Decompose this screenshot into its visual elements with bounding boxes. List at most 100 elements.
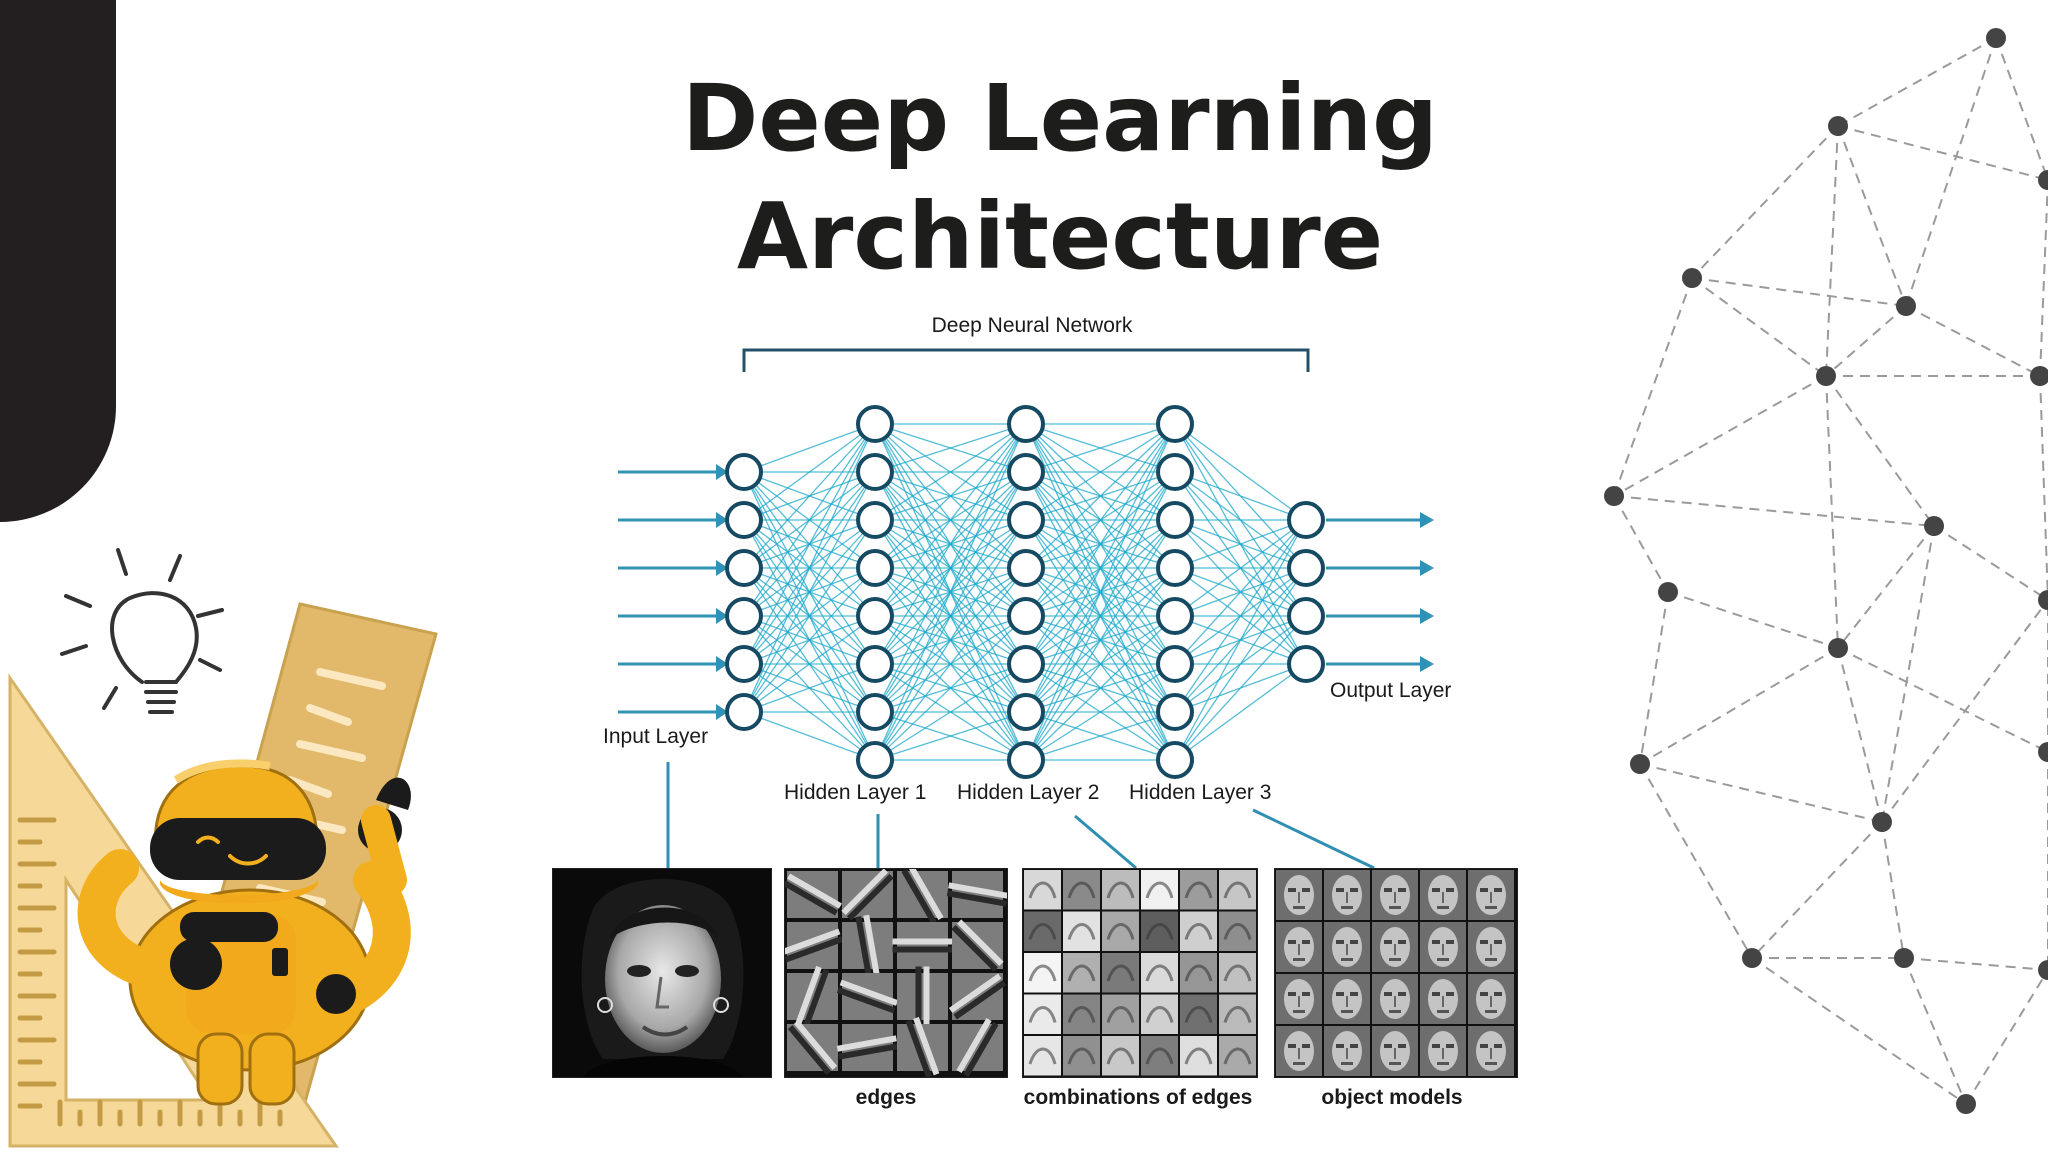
connection xyxy=(1025,423,1176,473)
model-eye xyxy=(1302,888,1310,892)
combo-feature xyxy=(1184,1006,1213,1023)
edge-stripe-light xyxy=(785,928,841,955)
connection xyxy=(1025,423,1176,761)
mesh-link xyxy=(1751,957,1967,1105)
model-eye xyxy=(1384,1044,1392,1048)
connection xyxy=(874,711,1027,761)
model-mouth xyxy=(1293,1062,1305,1065)
combo-cell xyxy=(1141,994,1178,1034)
model-eye xyxy=(1446,888,1454,892)
model-eye xyxy=(1432,992,1440,996)
model-eye xyxy=(1480,1044,1488,1048)
filter-cell xyxy=(897,922,948,969)
connection xyxy=(874,423,1027,713)
edge-stripe-light xyxy=(908,869,944,920)
connection xyxy=(1174,519,1307,617)
connection xyxy=(1174,423,1307,521)
hidden-2-neuron xyxy=(1007,549,1045,587)
model-mouth xyxy=(1437,906,1449,909)
model-eye xyxy=(1336,992,1344,996)
mesh-node xyxy=(2038,742,2048,762)
input-neuron xyxy=(725,645,763,683)
combo-feature xyxy=(1106,964,1135,982)
model-mouth xyxy=(1341,906,1353,909)
combo-cell xyxy=(1180,911,1217,951)
model-eye xyxy=(1446,992,1454,996)
connection xyxy=(743,663,876,713)
combo-cell xyxy=(1141,1036,1178,1076)
filter-cell xyxy=(842,871,893,918)
mesh-link xyxy=(1691,277,1907,307)
combo-cell xyxy=(1024,1036,1061,1076)
mesh-link xyxy=(2039,375,2048,601)
edge-stripe-dark xyxy=(838,1043,899,1060)
mesh-link xyxy=(1613,277,1693,497)
edge-stripe-light xyxy=(956,919,1004,967)
ruler-tick xyxy=(316,668,386,690)
edge-stripe-dark xyxy=(846,873,894,921)
connection xyxy=(743,615,876,713)
hidden-2-neuron xyxy=(1007,453,1045,491)
edge-stripe-dark xyxy=(855,916,872,977)
input-arrowhead xyxy=(716,704,728,720)
combo-cell xyxy=(1102,911,1139,951)
input-arrowhead xyxy=(716,656,728,672)
input-neuron xyxy=(725,597,763,635)
model-eye xyxy=(1350,992,1358,996)
object-models-panel xyxy=(1274,868,1518,1078)
page-title: Deep Learning Architecture xyxy=(600,60,1520,296)
combo-feature xyxy=(1145,1006,1174,1023)
combo-feature xyxy=(1145,881,1174,899)
hidden-2-neuron xyxy=(1007,597,1045,635)
model-eye xyxy=(1288,1044,1296,1048)
model-eye xyxy=(1494,992,1502,996)
combo-cell xyxy=(1063,994,1100,1034)
model-eye xyxy=(1336,940,1344,944)
mesh-link xyxy=(1613,495,1669,593)
hidden-1-neuron xyxy=(856,549,894,587)
hidden-layer-3-label: Hidden Layer 3 xyxy=(1129,781,1271,804)
edge-stripe-dark xyxy=(946,890,1007,907)
mesh-node xyxy=(1658,582,1678,602)
output-neuron xyxy=(1287,549,1325,587)
connection xyxy=(743,567,876,713)
mesh-node xyxy=(2038,960,2048,980)
corner-block xyxy=(0,0,116,522)
edge-stripe-dark xyxy=(953,980,1007,1020)
mesh-node xyxy=(2038,170,2048,190)
model-eye xyxy=(1336,1044,1344,1048)
model-eye xyxy=(1480,940,1488,944)
connection xyxy=(743,423,876,665)
mesh-link xyxy=(1639,763,1883,823)
combo-cell xyxy=(1219,994,1256,1034)
connection xyxy=(1174,567,1307,761)
edge-combinations-panel xyxy=(1022,868,1258,1078)
model-eye xyxy=(1288,940,1296,944)
combo-feature xyxy=(1106,1047,1135,1065)
model-mouth xyxy=(1437,1062,1449,1065)
edge-stripe-dark xyxy=(905,1019,932,1077)
combo-cell xyxy=(1219,911,1256,951)
edge-stripe-light xyxy=(948,882,1007,899)
model-eye xyxy=(1432,888,1440,892)
ruler-tick xyxy=(286,776,332,798)
combo-feature xyxy=(1067,881,1096,899)
output-layer-label: Output Layer xyxy=(1330,679,1451,702)
connection xyxy=(1025,471,1176,761)
connection xyxy=(1025,423,1176,713)
filter-cell xyxy=(897,871,948,918)
model-mouth xyxy=(1389,1010,1401,1013)
model-eye xyxy=(1288,888,1296,892)
combo-cell xyxy=(1063,911,1100,951)
combo-cell xyxy=(1141,911,1178,951)
mesh-link xyxy=(1837,647,1883,823)
output-neuron xyxy=(1287,645,1325,683)
model-mouth xyxy=(1293,958,1305,961)
mesh-link xyxy=(1965,969,2048,1105)
combo-cell xyxy=(1180,870,1217,910)
model-eye xyxy=(1398,1044,1406,1048)
edge-stripe-light xyxy=(793,1020,838,1070)
caption-edges: edges xyxy=(856,1086,917,1109)
combo-cell xyxy=(1024,953,1061,993)
